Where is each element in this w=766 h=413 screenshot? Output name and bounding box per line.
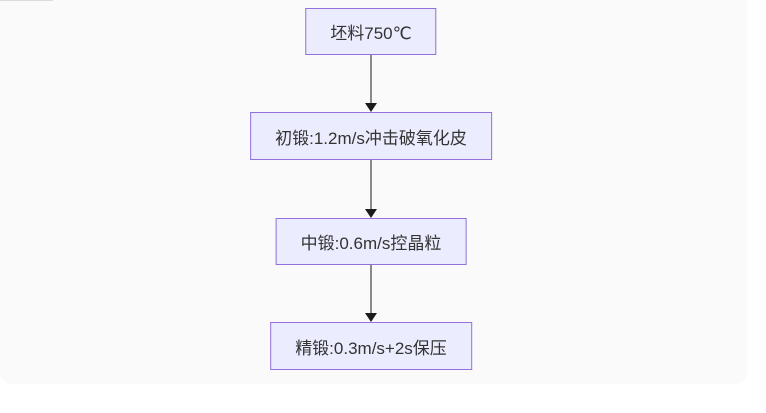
arrowhead-down-icon <box>365 209 377 218</box>
arrowhead-down-icon <box>365 313 377 322</box>
flow-node-mid-forge: 中锻:0.6m/s控晶粒 <box>275 218 467 265</box>
arrowhead-down-icon <box>365 103 377 112</box>
flow-node-fine-forge: 精锻:0.3m/s+2s保压 <box>270 322 472 370</box>
top-edge-divider <box>0 0 53 1</box>
flow-edge-3 <box>370 265 372 313</box>
flow-node-initial-forge: 初锻:1.2m/s冲击破氧化皮 <box>250 112 492 160</box>
flow-node-billet: 坯料750℃ <box>305 8 437 55</box>
flow-edge-1 <box>370 55 372 103</box>
flow-edge-2 <box>370 160 372 209</box>
